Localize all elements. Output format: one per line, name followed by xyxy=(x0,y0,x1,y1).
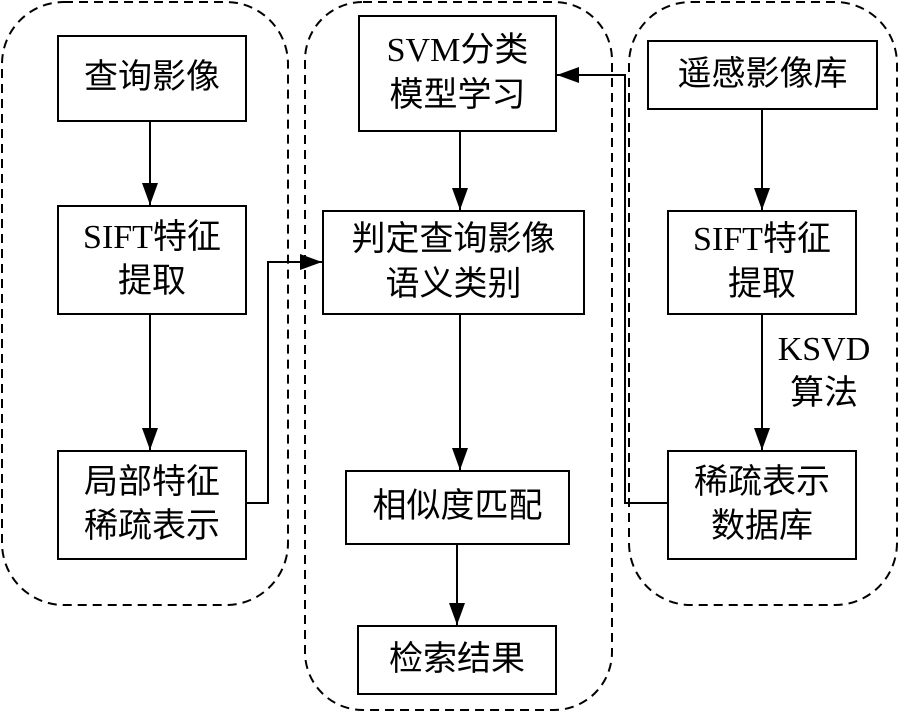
ksvd-edge-label: KSVD 算法 xyxy=(762,328,886,415)
node-label-line-1: 局部特征 xyxy=(84,463,220,501)
node-label-line-2: 模型学习 xyxy=(389,76,526,114)
query-group-border xyxy=(1,1,289,606)
node-sparse-representation-database: 稀疏表示 数据库 xyxy=(667,450,857,560)
node-label-line-2: 数据库 xyxy=(711,508,813,545)
arrow-sparse-db-to-svm xyxy=(557,67,667,504)
node-sift-extraction-query: SIFT特征 提取 xyxy=(57,205,247,315)
node-sift-extraction-library: SIFT特征 提取 xyxy=(667,210,857,315)
node-similarity-matching: 相似度匹配 xyxy=(345,470,570,545)
node-label-line-1: SVM分类 xyxy=(386,32,529,70)
node-label-line-1: SIFT特征 xyxy=(83,218,221,256)
arrow-local-sparse-to-judge xyxy=(247,254,322,504)
node-query-image: 查询影像 xyxy=(57,35,247,122)
node-label: 相似度匹配 xyxy=(372,488,543,526)
node-label: 遥感影像库 xyxy=(677,55,848,93)
node-label: 检索结果 xyxy=(389,640,525,678)
node-label-line-2: 稀疏表示 xyxy=(84,508,220,545)
node-judge-semantic-class: 判定查询影像 语义类别 xyxy=(322,210,585,315)
node-local-sparse-representation: 局部特征 稀疏表示 xyxy=(57,450,247,560)
node-remote-sensing-library: 遥感影像库 xyxy=(647,40,878,110)
database-group-border xyxy=(628,1,898,606)
node-retrieval-result: 检索结果 xyxy=(357,625,557,695)
node-label-line-2: 提取 xyxy=(118,263,186,300)
node-label-line-1: 判定查询影像 xyxy=(351,221,556,259)
node-label-line-1: 稀疏表示 xyxy=(694,463,830,501)
node-label-line-2: 语义类别 xyxy=(385,265,522,303)
node-label-line-1: SIFT特征 xyxy=(693,221,831,259)
node-label: 查询影像 xyxy=(84,59,220,97)
node-label-line-2: 提取 xyxy=(728,265,796,303)
retrieval-group-border xyxy=(304,1,613,711)
node-svm-model-learning: SVM分类 模型学习 xyxy=(358,15,557,132)
edge-label-line-2: 算法 xyxy=(790,374,858,412)
edge-label-line-1: KSVD xyxy=(777,331,871,368)
